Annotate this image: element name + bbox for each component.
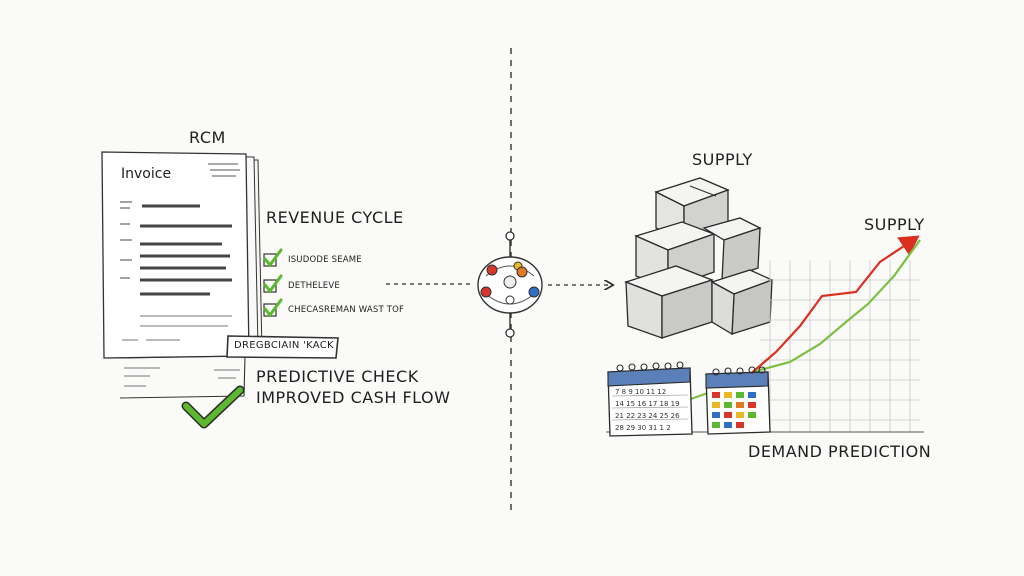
rcm-heading: RCM xyxy=(189,128,226,147)
checklist-icons xyxy=(263,248,283,318)
demand-prediction-label: DEMAND PREDICTION xyxy=(748,442,932,461)
red-trend-line xyxy=(747,235,920,377)
improved-cash-flow-label: IMPROVED CASH FLOW xyxy=(256,388,451,407)
checklist-item-3: CHECASREMAN WAST TOF xyxy=(288,305,405,315)
supply-chart-label: SUPPLY xyxy=(864,215,925,234)
invoice-title: Invoice xyxy=(121,166,172,182)
revenue-cycle-label: REVENUE CYCLE xyxy=(266,208,404,227)
checklist-item-2: DETHELEVE xyxy=(288,281,340,291)
svg-text:28 29 30 31 1 2: 28 29 30 31 1 2 xyxy=(615,424,671,432)
stamp-box xyxy=(226,335,339,359)
svg-text:21 22 23 24 25 26: 21 22 23 24 25 26 xyxy=(615,412,680,420)
hub-icon xyxy=(477,231,543,338)
checklist-item-1: ISUDODE SEAME xyxy=(288,255,362,265)
invoice-stack xyxy=(101,151,263,399)
predictive-check-label: PREDICTIVE CHECK xyxy=(256,367,419,386)
stamp-label: DREGBCIAIN 'KACK xyxy=(234,340,334,351)
stacked-boxes xyxy=(624,177,774,339)
calendar-left-icon: 7 8 9 10 11 12 14 15 16 17 18 19 21 22 2… xyxy=(607,361,693,437)
calendar-right-icon xyxy=(705,366,771,435)
svg-text:14 15 16 17 18 19: 14 15 16 17 18 19 xyxy=(615,400,680,408)
supply-top-label: SUPPLY xyxy=(692,150,753,169)
svg-text:7 8 9 10 11 12: 7 8 9 10 11 12 xyxy=(615,388,666,396)
